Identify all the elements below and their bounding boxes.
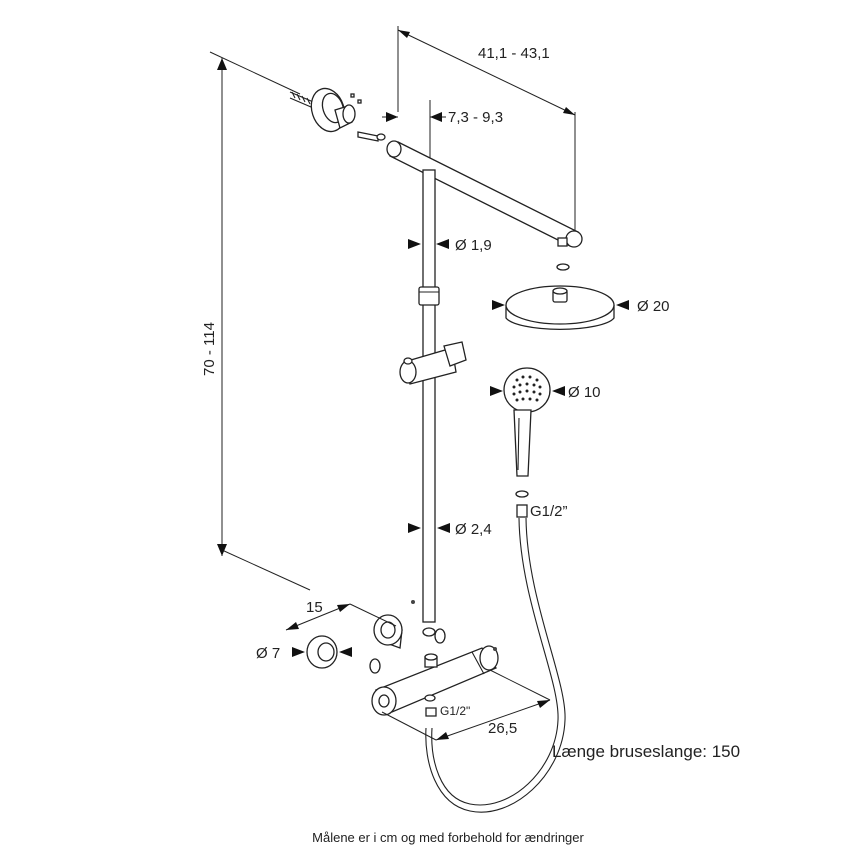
wall-connector-upper bbox=[373, 600, 415, 649]
dimension-handshower-diameter: Ø 10 bbox=[490, 384, 601, 401]
head-shower bbox=[505, 285, 615, 330]
hose-length-label: Længe bruseslange: 150 bbox=[552, 742, 740, 761]
hand-shower bbox=[503, 367, 551, 498]
dimension-height: 70 - 114 bbox=[201, 51, 311, 591]
dimension-arm-diameter: Ø 1,9 bbox=[408, 237, 492, 254]
shower-arm bbox=[386, 140, 583, 271]
wall-bracket bbox=[289, 87, 386, 142]
wall-spacing-label: 15 bbox=[306, 599, 323, 616]
dimension-wall-flange-diameter: Ø 7 bbox=[256, 645, 352, 662]
thermostatic-mixer bbox=[371, 645, 499, 717]
handshower-diameter-label: Ø 10 bbox=[568, 384, 601, 401]
wall-flange-diameter-label: Ø 7 bbox=[256, 645, 280, 662]
wall-connector-lower bbox=[306, 635, 338, 669]
slider-holder bbox=[399, 341, 467, 385]
disclaimer-caption: Målene er i cm og med forbehold for ændr… bbox=[312, 830, 584, 845]
headshower-diameter-label: Ø 20 bbox=[637, 298, 670, 315]
dimension-wall-spacing: 15 bbox=[285, 599, 397, 631]
riser-diameter-label: Ø 2,4 bbox=[455, 521, 492, 538]
dimension-headshower-diameter: Ø 20 bbox=[492, 298, 670, 315]
hose-thread-label: G1/2” bbox=[530, 503, 568, 520]
arm-offset-label: 7,3 - 9,3 bbox=[448, 109, 503, 126]
inlet-thread-label: G1/2" bbox=[440, 704, 470, 718]
dimension-total-width: 41,1 - 43,1 bbox=[397, 26, 576, 230]
dimension-riser-diameter: Ø 2,4 bbox=[408, 521, 492, 538]
riser-pipe bbox=[418, 169, 440, 637]
height-label: 70 - 114 bbox=[201, 322, 218, 376]
dimension-arm-offset: 7,3 - 9,3 bbox=[382, 100, 503, 168]
shower-hose bbox=[425, 504, 566, 813]
wall-connector-nuts bbox=[369, 628, 446, 674]
total-width-label: 41,1 - 43,1 bbox=[478, 45, 550, 62]
arm-diameter-label: Ø 1,9 bbox=[455, 237, 492, 254]
dimension-mixer-width: 26,5 bbox=[381, 669, 551, 741]
mixer-width-label: 26,5 bbox=[488, 720, 517, 737]
